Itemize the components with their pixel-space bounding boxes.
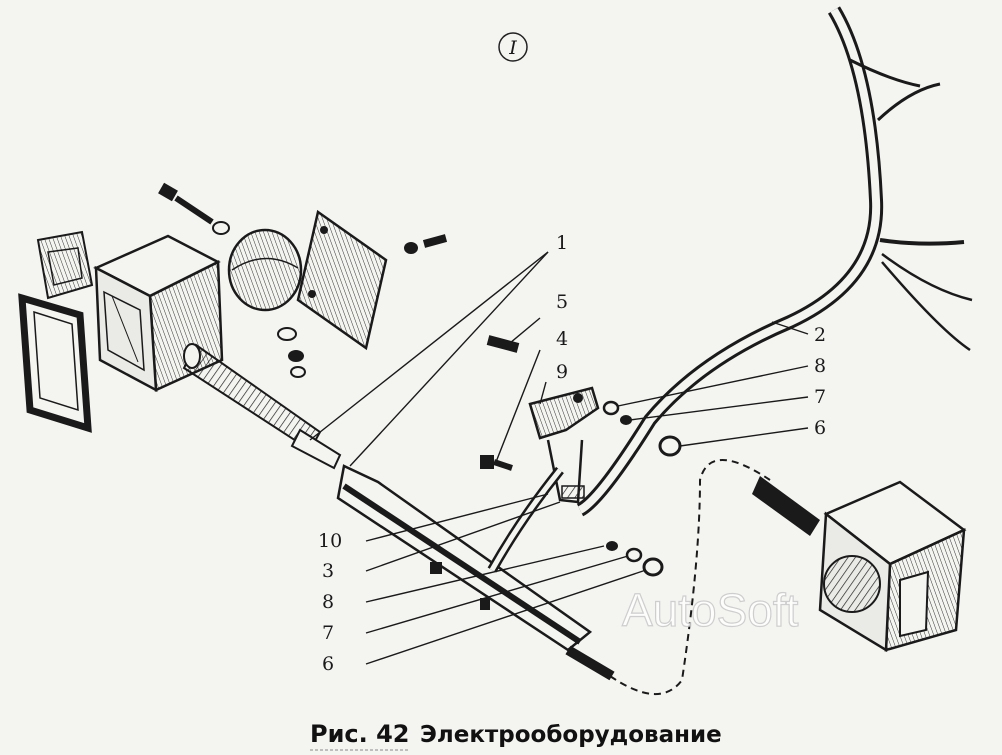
- dashed-wire: [609, 459, 771, 695]
- callout-4: 4: [556, 328, 568, 350]
- callout-2: 2: [814, 324, 826, 346]
- callout-1: 1: [556, 232, 568, 254]
- lamp-housing: [93, 234, 224, 393]
- callout-8-right: 8: [814, 355, 826, 377]
- bolt-top-middle: [404, 234, 448, 254]
- gasket-frame: [18, 293, 92, 433]
- callout-7-right: 7: [814, 386, 826, 408]
- callout-9: 9: [556, 361, 568, 383]
- signal-unit: [752, 476, 967, 653]
- bracket-9: [528, 386, 600, 504]
- leader-lines: [309, 251, 809, 665]
- callout-6-right: 6: [814, 417, 826, 439]
- figure-title: Электрооборудование: [420, 722, 722, 748]
- bolt-4: [480, 455, 513, 471]
- bolt-top-left: [158, 182, 230, 235]
- washers-lower: [606, 541, 664, 577]
- round-lamp: [227, 228, 306, 378]
- reflector-plate: [296, 209, 388, 351]
- view-marker-label: I: [508, 37, 517, 59]
- view-marker: I: [498, 32, 528, 62]
- bolt-5: [486, 335, 520, 353]
- lamp-lens: [36, 230, 94, 300]
- main-tube: [336, 464, 615, 681]
- housing-tube: [182, 343, 342, 470]
- figure-number: Рис. 42: [310, 720, 410, 748]
- callout-6-left: 6: [322, 653, 334, 675]
- cable-harness: [487, 6, 973, 573]
- callout-7-left: 7: [322, 622, 334, 644]
- callout-8-left: 8: [322, 591, 334, 613]
- callout-10: 10: [318, 530, 342, 552]
- callout-5: 5: [556, 291, 568, 313]
- watermark: AutoSoft: [622, 584, 799, 636]
- callout-3: 3: [322, 560, 334, 582]
